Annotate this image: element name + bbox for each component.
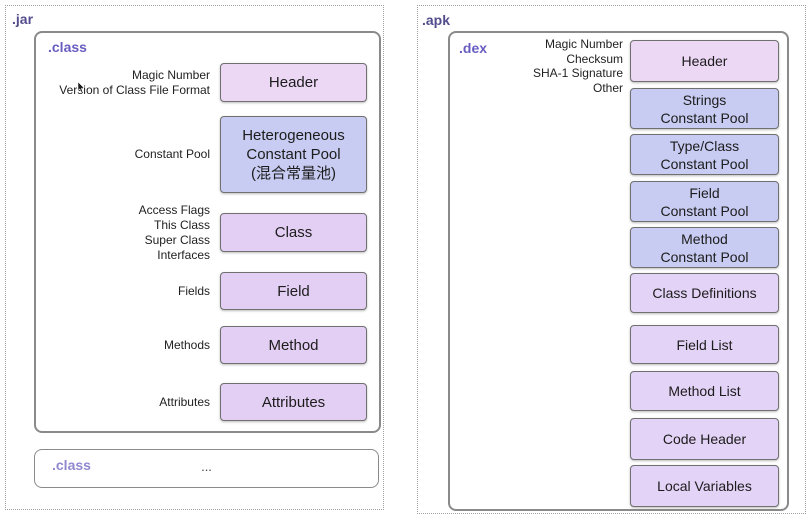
row-attributes: Attributes Attributes (36, 383, 379, 421)
method-list-box: Method List (630, 371, 779, 411)
dex-label: .dex (459, 40, 488, 56)
field-list-box: Field List (630, 325, 779, 364)
row-method: Methods Method (36, 326, 379, 364)
attributes-box: Attributes (220, 383, 367, 421)
attributes-annotation: Attributes (159, 394, 210, 409)
header-annotation: Magic Number Version of Class File Forma… (59, 67, 210, 97)
apk-panel: .apk .dex Magic Number Checksum SHA-1 Si… (417, 5, 806, 514)
jar-label: .jar (12, 11, 34, 27)
row-class: Access Flags This Class Super Class Inte… (36, 202, 379, 262)
header-box: Header (220, 63, 367, 102)
method-constant-pool-box: Method Constant Pool (630, 227, 779, 268)
type-class-constant-pool-box: Type/Class Constant Pool (630, 134, 779, 175)
field-box: Field (220, 272, 367, 310)
constant-pool-box: Heterogeneous Constant Pool (混合常量池) (220, 116, 367, 193)
field-annotation: Fields (177, 283, 210, 298)
apk-label: .apk (422, 12, 451, 28)
method-annotation: Methods (163, 337, 210, 352)
class-file-box: .class Magic Number Version of Class Fil… (34, 31, 381, 433)
class-more-box: .class ... (34, 449, 379, 488)
constant-pool-annotation: Constant Pool (134, 147, 210, 161)
class-label: .class (48, 39, 87, 55)
local-variables-box: Local Variables (630, 465, 779, 507)
dex-file-box: .dex Magic Number Checksum SHA-1 Signatu… (448, 31, 789, 511)
class-box: Class (220, 213, 367, 252)
class-more-label: .class (52, 457, 91, 473)
class-definitions-box: Class Definitions (630, 273, 779, 313)
dex-header-annotation: Magic Number Checksum SHA-1 Signature Ot… (532, 37, 623, 95)
class-annotation: Access Flags This Class Super Class Inte… (138, 202, 210, 262)
jar-panel: .jar .class Magic Number Version of Clas… (5, 5, 384, 510)
method-box: Method (220, 326, 367, 364)
strings-constant-pool-box: Strings Constant Pool (630, 88, 779, 129)
row-field: Fields Field (36, 272, 379, 310)
field-constant-pool-box: Field Constant Pool (630, 181, 779, 222)
class-more-ellipsis: ... (201, 459, 212, 474)
row-constant-pool: Constant Pool Heterogeneous Constant Poo… (36, 116, 379, 193)
row-header: Magic Number Version of Class File Forma… (36, 63, 379, 102)
dex-header-box: Header (630, 40, 779, 82)
code-header-box: Code Header (630, 418, 779, 460)
